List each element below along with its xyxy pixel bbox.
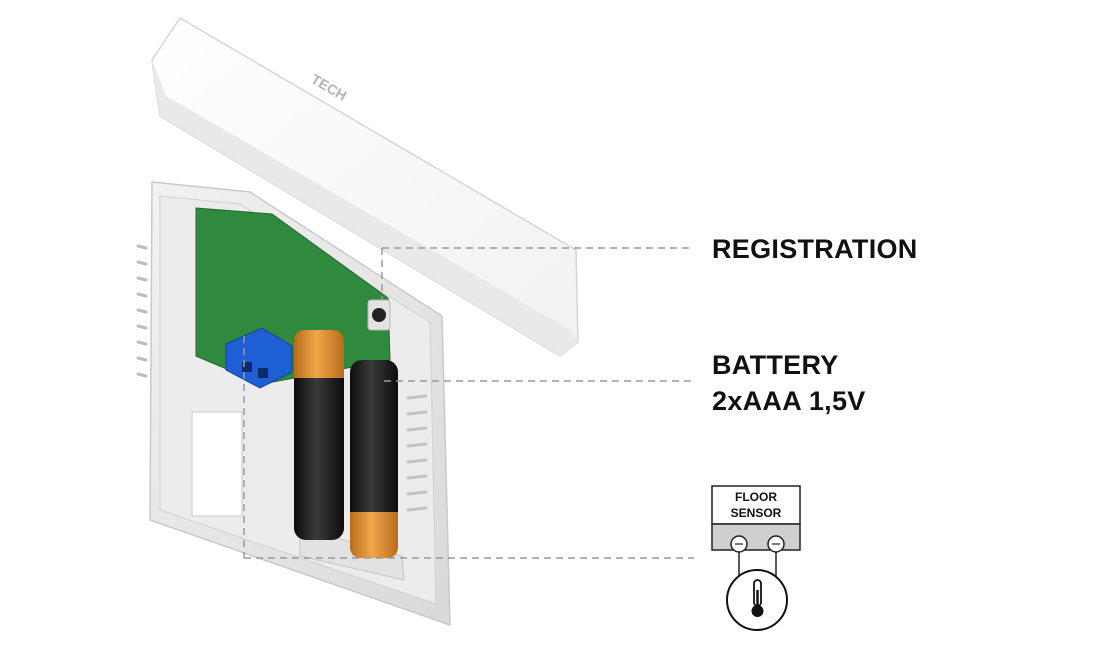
housing-cutout — [191, 411, 243, 517]
sensor-terminal-strip — [711, 523, 801, 551]
battery-right — [350, 360, 398, 558]
floor-sensor-label-line1: FLOOR — [735, 490, 777, 504]
callout-registration: REGISTRATION — [712, 234, 918, 264]
battery-left — [294, 330, 344, 540]
terminal-block — [225, 327, 293, 389]
leader-lines — [243, 247, 694, 559]
callout-battery: BATTERY — [712, 350, 839, 380]
vent-slits-right — [406, 394, 428, 512]
floor-sensor-symbol: FLOOR SENSOR — [711, 485, 801, 631]
vent-slits-left — [136, 244, 148, 378]
callout-battery-spec: 2xAAA 1,5V — [712, 386, 866, 416]
floor-sensor-label-line2: SENSOR — [731, 506, 782, 520]
